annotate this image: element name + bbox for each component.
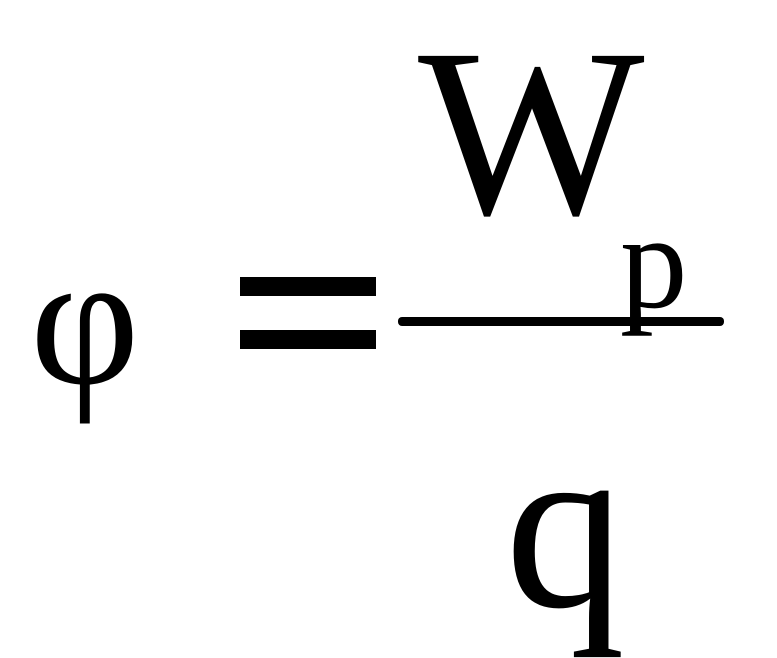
- numerator-subscript-p: p: [620, 188, 688, 337]
- phi-symbol: φ: [30, 215, 140, 425]
- denominator-q: q: [505, 392, 625, 658]
- equals-bar-bottom: [240, 330, 376, 349]
- formula: φ W p q: [30, 0, 724, 658]
- fraction-bar: [398, 317, 724, 326]
- equals-bar-top: [240, 277, 376, 296]
- numerator-w: W: [418, 0, 645, 265]
